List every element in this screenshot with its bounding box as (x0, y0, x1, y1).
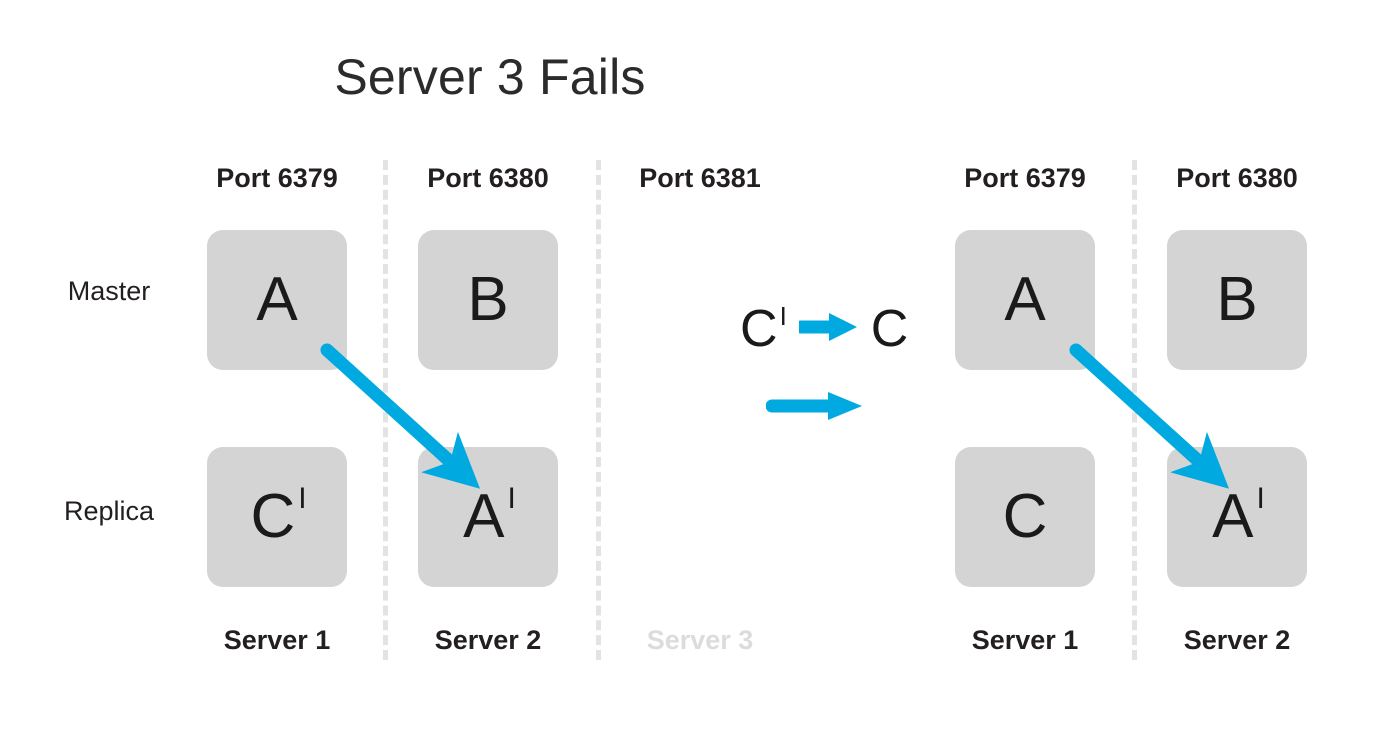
row-label-replica: Replica (63, 496, 155, 526)
node-label: A (1004, 269, 1045, 331)
node-letter: B (467, 265, 509, 334)
node-label: C (1003, 486, 1048, 548)
port-label-before-3: Port 6381 (639, 163, 761, 193)
node-after-master-server2: B (1167, 230, 1307, 370)
port-label-after-2: Port 6380 (1176, 163, 1298, 193)
divider-before-1 (383, 160, 388, 660)
node-prime: I (507, 482, 516, 515)
server-label-after-2: Server 2 (1183, 625, 1291, 655)
port-label-before-2: Port 6380 (427, 163, 549, 193)
node-letter: B (1216, 265, 1258, 334)
node-letter: C (1002, 482, 1048, 551)
node-before-master-server2: B (418, 230, 558, 370)
node-prime: I (298, 482, 307, 515)
server-label-before-3: Server 3 (646, 625, 754, 655)
node-letter: A (1004, 265, 1046, 334)
node-letter: A (1212, 482, 1254, 551)
node-letter: A (463, 482, 505, 551)
node-before-master-server1: A (207, 230, 347, 370)
arrow-right-icon (794, 310, 861, 349)
node-letter: A (256, 265, 298, 334)
server-label-before-2: Server 2 (434, 625, 542, 655)
legend-from-prime: I (779, 301, 787, 331)
legend-to-node: C (871, 303, 909, 355)
server-label-before-1: Server 1 (223, 625, 331, 655)
node-prime: I (1256, 482, 1265, 515)
page-title: Server 3 Fails (334, 49, 646, 105)
legend-from-letter: C (740, 300, 778, 358)
node-label: B (467, 269, 508, 331)
server-label-after-1: Server 1 (971, 625, 1079, 655)
transition-arrow-icon (765, 388, 866, 429)
node-after-replica-server1: C (955, 447, 1095, 587)
port-label-after-1: Port 6379 (964, 163, 1086, 193)
node-letter: C (250, 482, 296, 551)
node-after-master-server1: A (955, 230, 1095, 370)
legend-to-letter: C (870, 300, 909, 358)
node-label: B (1216, 269, 1257, 331)
row-label-master: Master (67, 276, 151, 306)
port-label-before-1: Port 6379 (216, 163, 338, 193)
divider-after-1 (1132, 160, 1137, 660)
divider-before-2 (596, 160, 601, 660)
node-label: A (256, 269, 297, 331)
